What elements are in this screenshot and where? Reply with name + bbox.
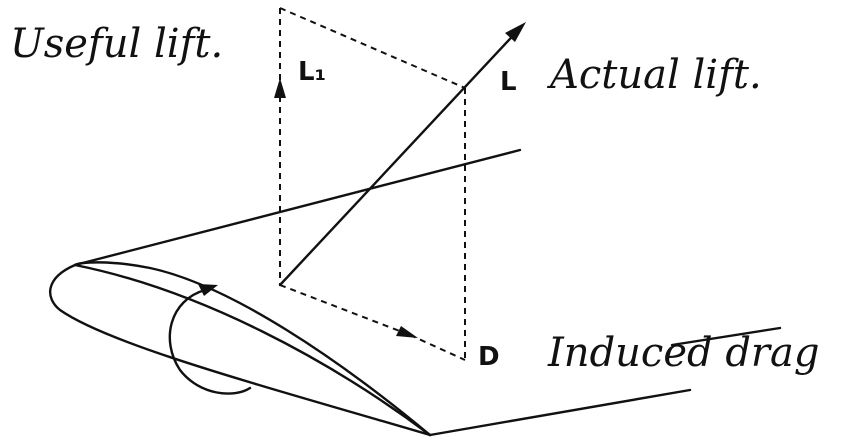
- useful-lift-arrowhead: [274, 78, 286, 98]
- vortex-curve: [168, 288, 252, 395]
- useful-lift-vector-label: L₁: [298, 57, 326, 87]
- actual-lift-vector-label: L: [500, 67, 517, 97]
- induced-drag-arrowhead: [396, 326, 418, 338]
- induced-drag-label: Induced drag: [547, 330, 820, 376]
- induced-drag-overline: [670, 326, 782, 347]
- induced-drag-vector-label: D: [478, 342, 500, 372]
- vortex-arrowhead: [198, 284, 218, 296]
- actual-lift-label: Actual lift.: [546, 52, 762, 98]
- airfoil-camber-line: [73, 263, 432, 437]
- drag-vector-line: [279, 284, 411, 336]
- plane-top-edge: [279, 7, 466, 89]
- actual-lift-arrowhead: [505, 22, 526, 42]
- airfoil-upper-surface: [73, 261, 432, 437]
- plane-bottom-edge: [409, 334, 466, 361]
- useful-lift-label: Useful lift.: [10, 21, 223, 67]
- wingtip-vortex: [168, 284, 252, 395]
- wing-trailing-edge: [428, 388, 692, 437]
- airfoil-lower-surface: [49, 263, 432, 437]
- wing-outline: [49, 148, 692, 437]
- wing-leading-edge: [73, 148, 522, 267]
- force-plane: [279, 7, 466, 361]
- actual-lift-vector: [278, 24, 524, 287]
